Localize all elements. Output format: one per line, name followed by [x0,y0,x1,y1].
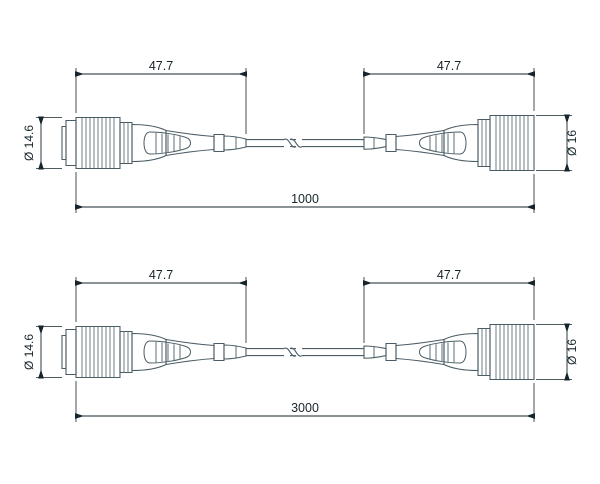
dim-left-connector-length-2: 47.7 [149,268,173,282]
cable-assembly-graphic-1 [61,114,535,172]
dim-total-length-2: 3000 [291,401,319,415]
cable-assembly-graphic-2 [61,323,535,381]
dim-right-connector-length-2: 47.7 [437,268,461,282]
dim-right-connector-length-1: 47.7 [437,59,461,73]
dim-total-length-1: 1000 [291,192,319,206]
assembly-3000: 47.7 47.7 3000 Ø 14.6 Ø 16 [22,268,579,422]
dim-left-connector-length-1: 47.7 [149,59,173,73]
dim-right-diameter-1: Ø 16 [565,130,579,156]
assembly-1000: 47.7 47.7 1000 Ø 14.6 Ø 16 [22,59,579,213]
dim-left-diameter-1: Ø 14.6 [22,125,36,161]
dim-left-diameter-2: Ø 14.6 [22,334,36,370]
dim-right-diameter-2: Ø 16 [565,339,579,365]
